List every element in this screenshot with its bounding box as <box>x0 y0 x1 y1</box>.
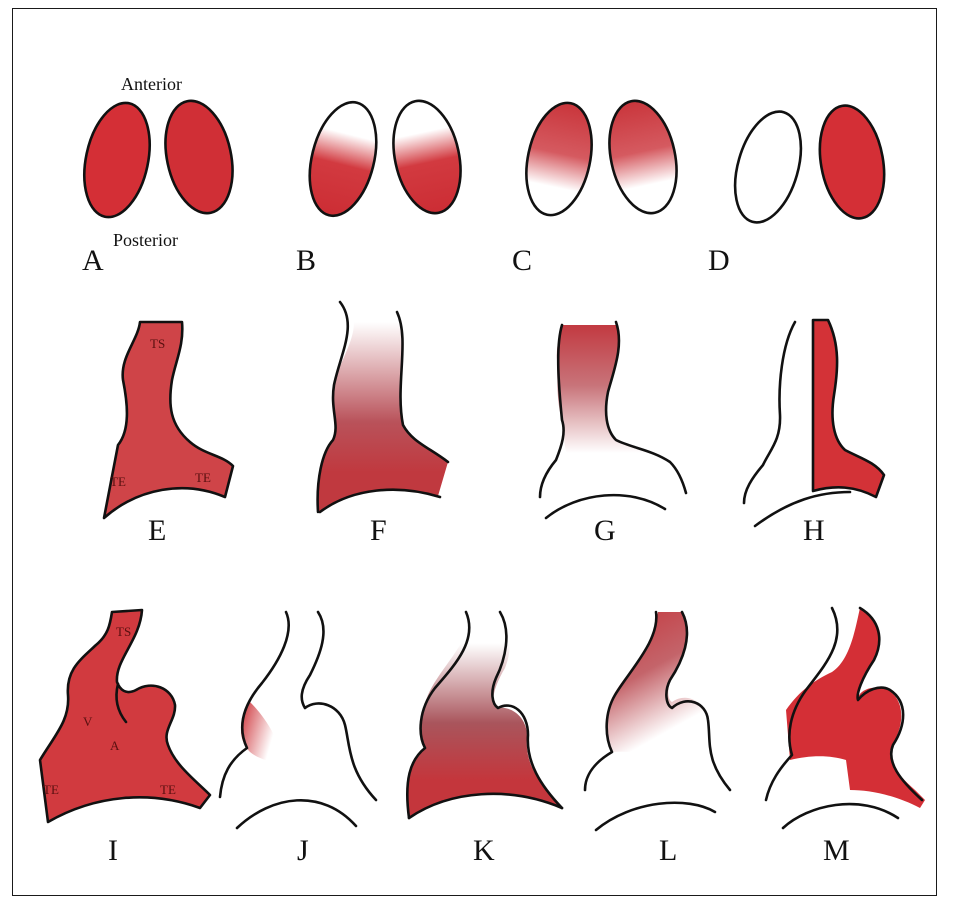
panel-e-letter: E <box>148 514 166 547</box>
panel-a-left-lobe <box>75 97 160 223</box>
panel-g-embryo <box>557 325 664 460</box>
panel-c-left-lobe <box>517 97 601 221</box>
panel-i-embryo <box>40 610 210 822</box>
panel-f: F <box>318 302 448 547</box>
panel-a-right-lobe <box>156 95 242 220</box>
panel-j: J <box>220 612 376 867</box>
panel-k-letter: K <box>473 834 495 867</box>
panel-d-left-lobe <box>723 104 812 230</box>
panel-b: B <box>296 95 470 277</box>
panel-c-right-lobe <box>600 95 686 220</box>
panel-j-base <box>237 800 356 828</box>
panel-j-stain <box>241 702 286 765</box>
panel-m-base <box>783 804 898 828</box>
panel-m-letter: M <box>823 834 850 867</box>
panel-g: G <box>540 322 686 547</box>
panel-l-letter: L <box>659 834 677 867</box>
panel-j-right-contour <box>302 612 376 800</box>
panel-d-letter: D <box>708 244 730 277</box>
panel-b-letter: B <box>296 244 316 277</box>
panel-d-right-lobe <box>812 100 893 223</box>
panel-i-te-right: TE <box>160 782 176 797</box>
panel-d: D <box>708 100 892 277</box>
panel-k-embryo <box>407 628 562 818</box>
panel-h-letter: H <box>803 514 825 547</box>
panel-f-embryo <box>318 312 448 512</box>
panel-i-v: V <box>83 714 93 729</box>
panel-i: TS V A TE TE I <box>40 610 210 867</box>
panel-c: C <box>512 95 686 277</box>
panel-e: TS TE TE E <box>104 322 233 547</box>
panel-i-letter: I <box>108 834 118 867</box>
posterior-label: Posterior <box>113 230 178 250</box>
panel-m: M <box>766 608 925 867</box>
panel-m-embryo <box>786 608 925 808</box>
panel-h-left-contour <box>744 322 795 503</box>
panel-e-te-right: TE <box>195 470 211 485</box>
panel-f-letter: F <box>370 514 387 547</box>
panel-e-te-left: TE <box>110 474 126 489</box>
panel-g-letter: G <box>594 514 616 547</box>
panel-j-letter: J <box>297 834 309 867</box>
panel-i-ts: TS <box>116 624 131 639</box>
panel-k: K <box>407 612 562 867</box>
panel-l-base <box>596 803 715 830</box>
panel-j-left-contour <box>220 612 289 797</box>
panel-b-left-lobe <box>299 95 387 223</box>
panel-g-right-contour <box>606 322 686 493</box>
panel-b-right-lobe <box>384 95 470 220</box>
panel-l: L <box>585 612 730 867</box>
anterior-label: Anterior <box>121 74 182 94</box>
panel-h: H <box>744 320 884 547</box>
panel-e-ts: TS <box>150 336 165 351</box>
panel-a-letter: A <box>82 244 104 277</box>
panel-c-letter: C <box>512 244 532 277</box>
panel-h-stain <box>813 320 884 497</box>
panel-l-embryo <box>606 612 718 768</box>
panel-i-te-left: TE <box>43 782 59 797</box>
panel-i-a: A <box>110 738 120 753</box>
